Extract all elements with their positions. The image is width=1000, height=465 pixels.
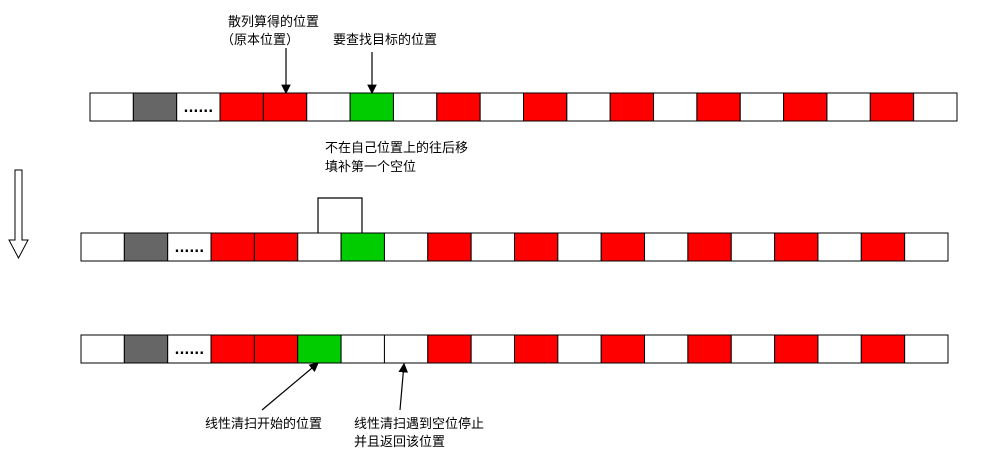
array-cell-empty [644,334,689,364]
array-cell-occupied [774,232,819,262]
array-cell-occupied [523,92,568,122]
array-cell-occupied [600,232,646,262]
array-cell-empty [383,334,429,364]
move-back-bracket [317,197,363,233]
hash-position-label-line1: 散列算得的位置 [228,15,320,30]
target-position-label: 要查找目标的位置 [333,33,438,48]
array-cell-occupied [774,334,819,364]
array-cell-occupied [210,232,255,262]
array-cell-occupied [253,334,299,364]
array-cell-occupied [210,334,255,364]
array-cell-gray [123,232,169,262]
array-cell-empty [557,334,602,364]
array-cell-occupied [219,92,264,122]
array-cell-empty [306,92,351,122]
scan-stop-label-line1: 线性清扫遇到空位停止 [354,417,485,432]
ellipsis-text: ...... [184,101,214,116]
array-cell-occupied [514,334,559,364]
array-cell-target [340,232,385,262]
array-cell-occupied [427,334,472,364]
array-cell-empty [479,92,524,122]
array-cell-occupied [427,232,472,262]
array-cell-empty [730,232,776,262]
array-cell-occupied [514,232,559,262]
array-cell-ellipsis [167,334,212,364]
array-cell-occupied [860,232,906,262]
array-cell-empty [913,92,958,122]
array-cell-empty [904,334,949,364]
array-cell-empty [80,334,125,364]
array-cell-ellipsis [167,232,212,262]
array-cell-occupied [869,92,915,122]
hash-array-row-result: ...... [80,334,949,364]
array-cell-empty [297,232,342,262]
array-cell-occupied [687,334,732,364]
array-cell-empty [340,334,385,364]
array-cell-occupied [253,232,299,262]
array-cell-empty [392,92,438,122]
array-cell-empty [557,232,602,262]
array-cell-empty [470,334,515,364]
hash-position-label-line2: （原本位置） [221,33,300,48]
array-cell-empty [80,232,125,262]
array-cell-target [349,92,394,122]
ellipsis-text: ...... [175,241,205,256]
array-cell-empty [89,92,134,122]
array-cell-empty [644,232,689,262]
move-back-label-line2: 填补第一个空位 [325,160,417,175]
hash-array-row-original: ...... [89,92,958,122]
array-cell-occupied [600,334,646,364]
array-cell-empty [817,334,862,364]
array-cell-occupied [860,334,906,364]
array-cell-gray [132,92,178,122]
scan-stop-label-line2: 并且返回该位置 [354,435,446,450]
scan-stop-arrow [398,362,409,411]
array-cell-occupied [687,232,732,262]
array-cell-empty [653,92,698,122]
hash-array-row-shifted: ...... [80,232,949,262]
array-cell-ellipsis [176,92,221,122]
array-cell-empty [826,92,871,122]
array-cell-empty [739,92,785,122]
array-cell-target [297,334,342,364]
array-cell-empty [730,334,776,364]
array-cell-occupied [262,92,308,122]
array-cell-occupied [609,92,655,122]
array-cell-gray [123,334,169,364]
down-arrow-icon [8,169,29,260]
array-cell-empty [566,92,611,122]
scan-start-label: 线性清扫开始的位置 [205,417,323,432]
array-cell-occupied [696,92,741,122]
array-cell-empty [904,232,949,262]
array-cell-empty [817,232,862,262]
array-cell-occupied [436,92,481,122]
move-back-label-line1: 不在自己位置上的往后移 [325,141,469,156]
array-cell-occupied [783,92,828,122]
scan-start-arrow [261,362,319,411]
ellipsis-text: ...... [175,343,205,358]
array-cell-empty [470,232,515,262]
array-cell-empty [383,232,429,262]
